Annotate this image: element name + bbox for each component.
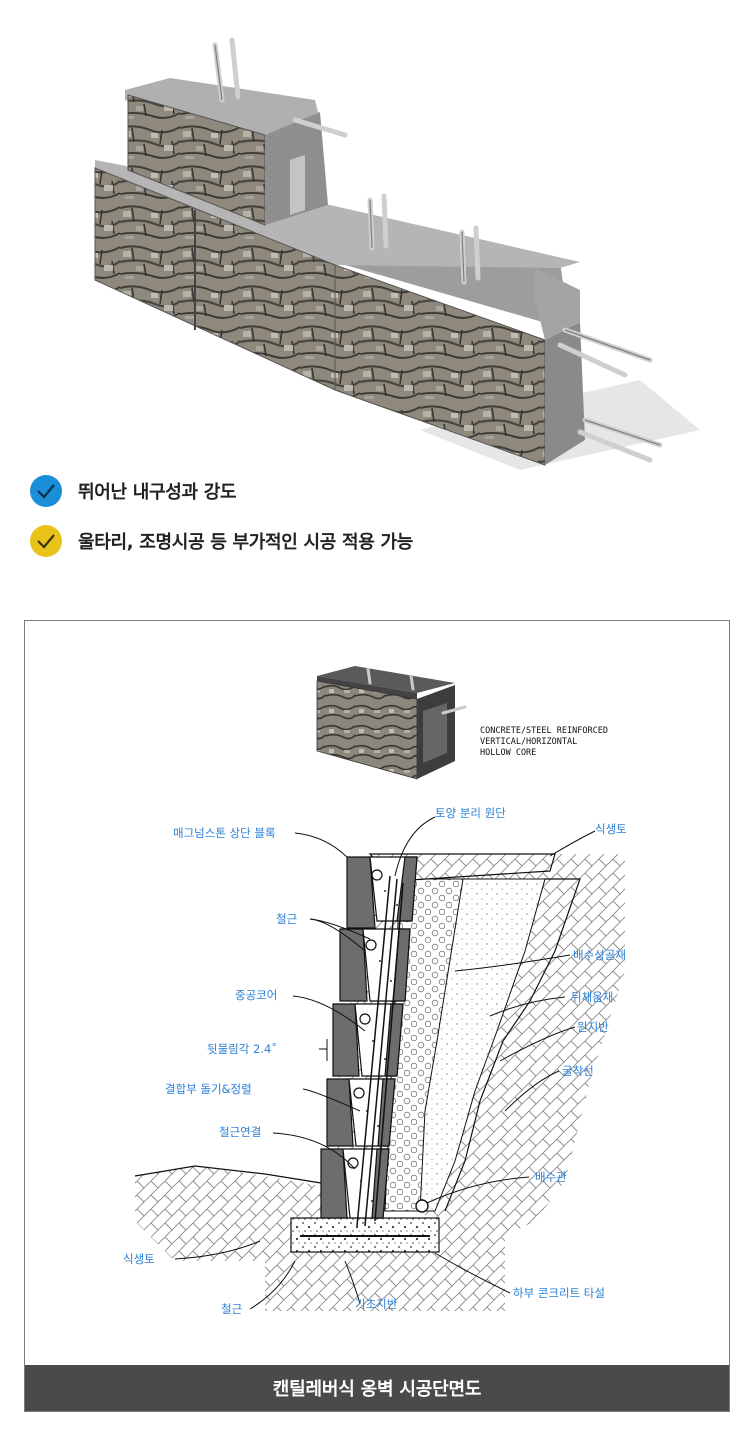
rebar-lines [356, 875, 404, 1227]
label-setback-angle: 뒷물림각 2.4˚ [207, 1041, 277, 1056]
label-base-concrete: 하부 콘크리트 타설 [513, 1286, 605, 1300]
spec-line: VERTICAL/HORIZONTAL [480, 737, 577, 747]
label-original-ground: 원지반 [577, 1020, 609, 1034]
label-cap-block: 매그넘스톤 상단 블록 [173, 826, 276, 840]
drain-pipe [415, 1199, 429, 1213]
label-topsoil-right: 식생토 [595, 822, 627, 836]
label-rebar-lower: 철근 [221, 1302, 242, 1316]
label-rebar-connection: 철근연결 [219, 1125, 261, 1139]
feature-additional-construction: 울타리, 조명시공 등 부가적인 시공 적용 가능 [30, 524, 413, 558]
callout-labels: 매그넘스톤 상단 블록 토양 분리 원단 식생토 철근 배수성골재 뒤채움재 중… [123, 806, 627, 1316]
wall-blocks [320, 856, 418, 1219]
label-backfill: 뒤채움재 [571, 990, 613, 1004]
label-foundation-soil: 기초지반 [355, 1297, 398, 1311]
label-hollow-core: 중공코어 [235, 988, 277, 1002]
spec-line: HOLLOW CORE [480, 748, 536, 758]
feature-durability: 뛰어난 내구성과 강도 [30, 474, 237, 508]
spec-note: CONCRETE/STEEL REINFORCED VERTICAL/HORIZ… [480, 726, 608, 758]
label-joint-alignment: 결합부 돌기&정렬 [165, 1082, 252, 1096]
label-excavation-line: 굴착선 [562, 1064, 594, 1078]
caption-bar: 캔틸레버식 옹벽 시공단면도 [25, 1365, 729, 1411]
caption-title: 캔틸레버식 옹벽 시공단면도 [272, 1379, 482, 1400]
check-circle-icon [30, 475, 62, 507]
label-rebar-upper: 철근 [276, 912, 297, 926]
cross-section-diagram: CONCRETE/STEEL REINFORCED VERTICAL/HORIZ… [123, 666, 627, 1316]
label-topsoil-left: 식생토 [123, 1252, 155, 1266]
retaining-wall-block-illustration [94, 37, 700, 470]
feature-label: 뛰어난 내구성과 강도 [78, 482, 237, 503]
feature-label: 울타리, 조명시공 등 부가적인 시공 적용 가능 [78, 532, 414, 553]
label-drainage-aggregate: 배수성골재 [573, 948, 626, 962]
label-drain-pipe: 배수관 [535, 1170, 567, 1184]
leader-lines [174, 816, 596, 1310]
cross-section-panel: CONCRETE/STEEL REINFORCED VERTICAL/HORIZ… [24, 620, 730, 1412]
block-thumbnail [316, 666, 467, 780]
check-circle-icon [30, 525, 62, 557]
label-separation-fabric: 토양 분리 원단 [435, 806, 506, 820]
spec-line: CONCRETE/STEEL REINFORCED [480, 726, 608, 736]
